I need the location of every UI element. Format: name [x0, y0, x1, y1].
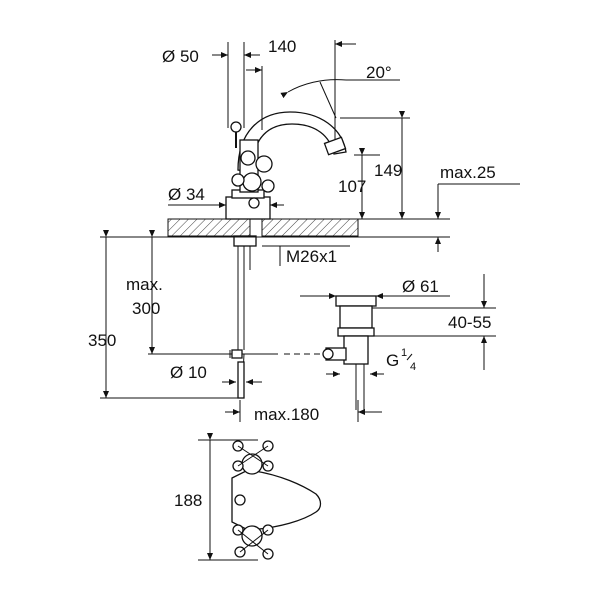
faucet-base: [225, 196, 271, 220]
dimension-lines: [100, 40, 520, 422]
faucet-top-view: [198, 433, 322, 561]
handle-top-upper: [232, 440, 274, 475]
label-188: 188: [174, 491, 202, 510]
spout-top: [231, 469, 322, 531]
label-max-300-line1: max.: [126, 275, 163, 294]
spout: [237, 111, 347, 173]
handle-upper: [230, 121, 275, 209]
label-max-180: max.180: [254, 405, 319, 424]
shank: [233, 235, 257, 247]
countertop-section: [167, 218, 251, 237]
label-max-25: max.25: [440, 163, 496, 182]
handle-top-lower: [232, 524, 274, 560]
label-g-thread: G: [386, 351, 399, 370]
label-max-300-line2: 300: [132, 299, 160, 318]
label-350: 350: [88, 331, 116, 350]
label-140: 140: [268, 37, 296, 56]
label-g-thread-num: 1: [401, 347, 407, 359]
label-40-55: 40-55: [448, 313, 491, 332]
label-diam-10: Ø 10: [170, 363, 207, 382]
label-g-thread-den: 4: [410, 361, 416, 373]
countertop-section-right: [261, 218, 359, 237]
label-diam-34: Ø 34: [168, 185, 205, 204]
dimension-labels: Ø 50 140 20° 149 107 max.25 Ø 34 M26x1 Ø…: [88, 37, 496, 510]
label-diam-61: Ø 61: [402, 277, 439, 296]
drain-assembly: [322, 295, 377, 410]
label-angle-20: 20°: [366, 63, 392, 82]
label-149: 149: [374, 161, 402, 180]
label-diam-50: Ø 50: [162, 47, 199, 66]
faucet-side-view: [167, 111, 450, 399]
label-m26x1: M26x1: [286, 247, 337, 266]
label-107: 107: [338, 177, 366, 196]
